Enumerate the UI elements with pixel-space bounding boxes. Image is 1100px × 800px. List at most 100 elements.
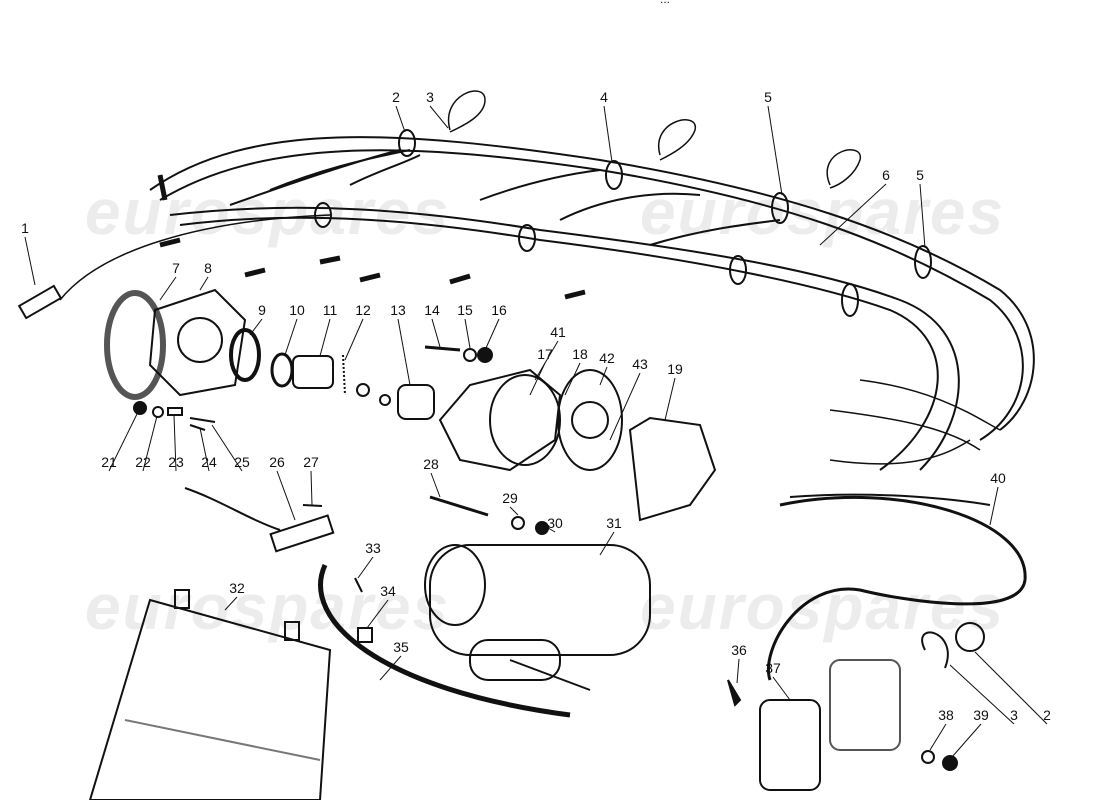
leader-line [224, 596, 238, 611]
leader-line [819, 183, 887, 246]
part-number-label: 37 [765, 660, 781, 676]
part-number-label: 38 [938, 707, 954, 723]
leader-line [429, 105, 449, 129]
leader-line [159, 276, 177, 301]
part-number-label: 19 [667, 361, 683, 377]
leader-line [951, 723, 982, 758]
leader-line [564, 362, 581, 396]
leader-line [485, 318, 500, 349]
leader-line [366, 599, 389, 629]
part-number-label: 2 [1043, 707, 1051, 723]
leader-line [767, 105, 783, 196]
part-number-label: 14 [424, 302, 440, 318]
part-number-label: 3 [1010, 707, 1018, 723]
part-number-label: 22 [135, 454, 151, 470]
leader-line [395, 105, 406, 133]
leader-line [276, 470, 296, 521]
part-number-label: 6 [882, 167, 890, 183]
leader-line [211, 424, 243, 472]
connector-block [184, 487, 335, 553]
part-number-label: 33 [365, 540, 381, 556]
leader-line [379, 655, 402, 681]
leader-line [142, 415, 158, 472]
leader-line [989, 486, 999, 526]
leader-line [509, 506, 519, 516]
leader-line [974, 651, 1048, 725]
leader-line [284, 318, 298, 356]
leader-line [736, 658, 740, 684]
leader-line [542, 524, 556, 533]
spark-plug-caps [157, 174, 586, 300]
leader-line [609, 372, 641, 441]
leader-line [529, 362, 546, 396]
part-number-label: 8 [204, 260, 212, 276]
leader-line [319, 318, 331, 357]
leader-line [599, 366, 608, 386]
part-number-label: 9 [258, 302, 266, 318]
part-number-label: 13 [390, 302, 406, 318]
part-number-label: 16 [491, 302, 507, 318]
part-number-label: 34 [380, 583, 396, 599]
part-number-label: 1 [21, 220, 29, 236]
part-number-label: 31 [606, 515, 622, 531]
leader-line [199, 276, 209, 291]
ignition-harness [59, 136, 1035, 471]
part-number-label: 42 [599, 350, 615, 366]
part-number-label: 25 [234, 454, 250, 470]
leader-line [249, 318, 263, 336]
part-number-label: 4 [600, 89, 608, 105]
part-number-label: 21 [101, 454, 117, 470]
leader-line [357, 556, 374, 579]
part-number-label: 23 [168, 454, 184, 470]
battery-cable [318, 563, 571, 718]
watermark: eurospares [85, 571, 451, 643]
part-number-label: 7 [172, 260, 180, 276]
leader-line [949, 664, 1015, 725]
part-number-label: 35 [393, 639, 409, 655]
leader-line [599, 531, 615, 556]
ignition-coils [727, 622, 985, 791]
leader-line [929, 723, 947, 751]
leader-line [397, 318, 411, 386]
part-number-label: 11 [322, 302, 338, 318]
part-number-label: 17 [537, 346, 553, 362]
part-number-label: 39 [973, 707, 989, 723]
leader-line [310, 470, 313, 506]
harness-grommets [314, 129, 932, 317]
heat-shield [88, 589, 332, 800]
part-number-label: 10 [289, 302, 305, 318]
leader-line [344, 318, 364, 361]
leader-line [108, 411, 139, 472]
coil-lead [767, 493, 1027, 681]
part-number-label: 43 [632, 356, 648, 372]
leader-line [534, 340, 559, 381]
part-number-label: 30 [547, 515, 563, 531]
leader-line [464, 318, 471, 349]
part-number-label: 40 [990, 470, 1006, 486]
part-number-label: 18 [572, 346, 588, 362]
part-number-label: 5 [916, 167, 924, 183]
leader-line [430, 472, 441, 498]
part-number-label: 2 [392, 89, 400, 105]
part-number-label: 28 [423, 456, 439, 472]
part-number-label: 24 [201, 454, 217, 470]
part-number-label: 3 [426, 89, 434, 105]
part-number-label: 26 [269, 454, 285, 470]
leader-lines [24, 105, 1048, 758]
part-number-label: 29 [502, 490, 518, 506]
leader-line [199, 427, 210, 472]
part-number-label: 27 [303, 454, 319, 470]
leader-line [664, 377, 676, 421]
part-number-label: 41 [550, 324, 566, 340]
part-number-label: 15 [457, 302, 473, 318]
watermark: eurospares [640, 571, 1006, 643]
part-number-label: 32 [229, 580, 245, 596]
part-number-label: 12 [355, 302, 371, 318]
part-number-label: 36 [731, 642, 747, 658]
leader-line [431, 318, 441, 348]
leader-line [772, 676, 791, 701]
header-fragment: ... [660, 0, 670, 6]
starter-motor [424, 544, 651, 691]
